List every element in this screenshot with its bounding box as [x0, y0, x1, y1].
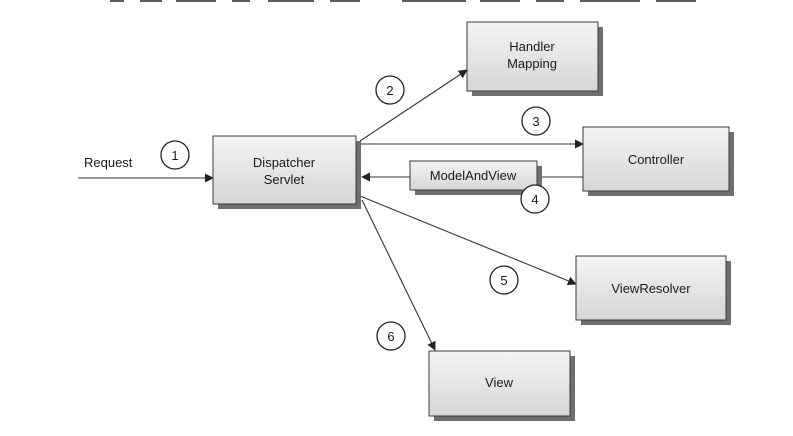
arrow-dispatcher-to-view — [361, 199, 436, 351]
arrows — [78, 69, 584, 351]
step-2-number: 2 — [386, 83, 393, 98]
view-resolver-node: ViewResolver — [575, 255, 731, 325]
cropped-top-text — [110, 0, 696, 2]
dispatcher-servlet-line1: Dispatcher — [253, 155, 316, 170]
arrow-dispatcher-to-view-resolver — [359, 195, 577, 286]
step-5: 5 — [489, 265, 519, 295]
step-4-number: 4 — [531, 192, 538, 207]
step-3-number: 3 — [532, 114, 539, 129]
dispatcher-servlet-node: Dispatcher Servlet — [212, 135, 361, 209]
step-2: 2 — [375, 75, 405, 105]
handler-mapping-line2: Mapping — [507, 56, 557, 71]
arrow-dispatcher-to-handler-mapping — [359, 69, 468, 142]
model-and-view-node: ModelAndView — [409, 160, 542, 195]
step-5-number: 5 — [500, 273, 507, 288]
dispatcher-servlet-line2: Servlet — [264, 172, 305, 187]
step-6: 6 — [376, 321, 406, 351]
view-resolver-label: ViewResolver — [611, 281, 691, 296]
view-node: View — [428, 350, 575, 421]
controller-label: Controller — [628, 152, 685, 167]
step-4: 4 — [520, 184, 550, 214]
view-label: View — [485, 375, 514, 390]
handler-mapping-node: Handler Mapping — [466, 21, 603, 96]
request-label: Request — [84, 155, 133, 170]
controller-node: Controller — [582, 126, 734, 196]
step-3: 3 — [521, 106, 551, 136]
step-1-number: 1 — [171, 148, 178, 163]
handler-mapping-line1: Handler — [509, 39, 555, 54]
model-and-view-label: ModelAndView — [430, 168, 517, 183]
step-6-number: 6 — [387, 329, 394, 344]
step-1: 1 — [160, 140, 190, 170]
